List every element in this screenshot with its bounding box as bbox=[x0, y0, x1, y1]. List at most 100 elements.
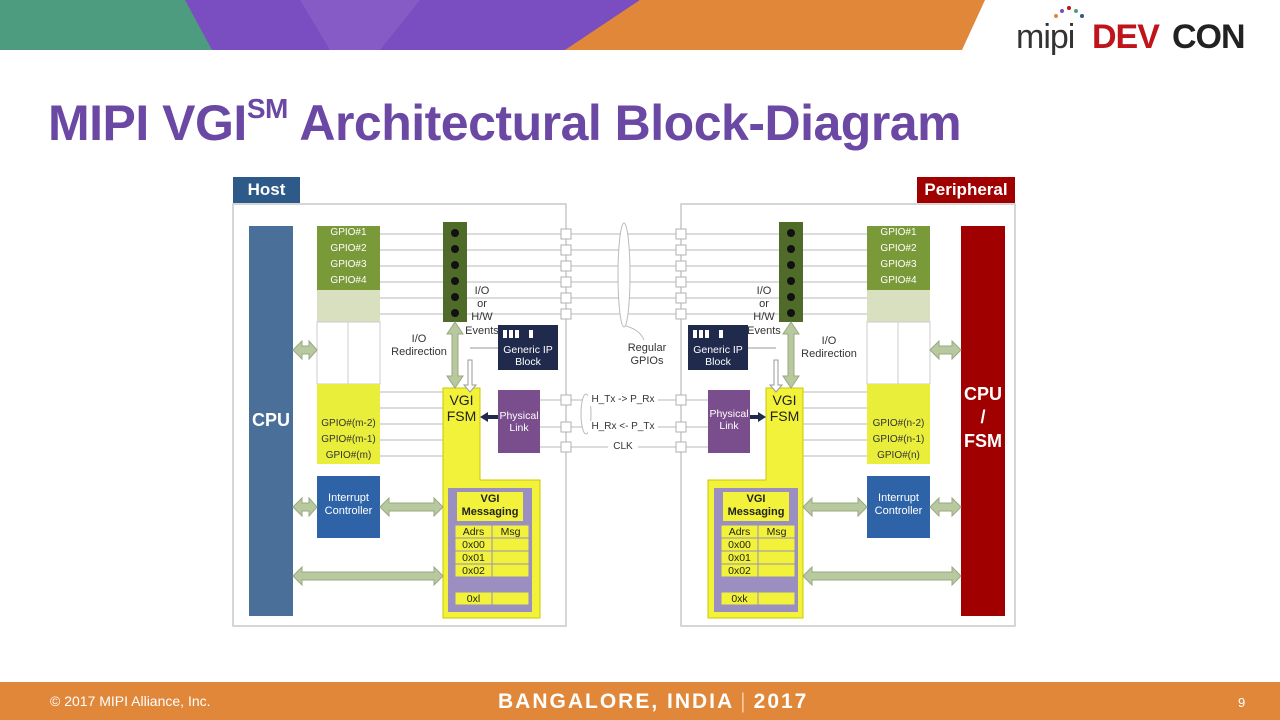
periph-physical-link: Physical Link bbox=[708, 408, 750, 432]
periph-vgi-fsm-line2: FSM bbox=[769, 408, 800, 425]
host-msg-row-2: 0x02 bbox=[462, 565, 485, 577]
mipi-devcon-logo: mipi DEV CON bbox=[1012, 4, 1252, 56]
host-io-hw-events: I/O or H/W Events bbox=[464, 285, 500, 338]
periph-io-redir-line2: Redirection bbox=[801, 347, 857, 360]
host-generic-ip-line2: Block bbox=[515, 356, 541, 369]
host-io-redir-line2: Redirection bbox=[391, 345, 447, 358]
host-interrupt-controller: Interrupt Controller bbox=[317, 492, 380, 517]
link-h-rx-p-tx: H_Rx <- P_Tx bbox=[588, 421, 658, 433]
logo-dots-icon bbox=[1054, 6, 1084, 18]
periph-int-ctrl-line1: Interrupt bbox=[878, 492, 919, 504]
host-physical-link: Physical Link bbox=[498, 410, 540, 434]
regular-gpios-line2: GPIOs bbox=[630, 354, 664, 367]
host-msg-row-last: 0xl bbox=[466, 593, 481, 605]
periph-msg-header-adrs: Adrs bbox=[728, 526, 751, 538]
logo-dev: DEV bbox=[1092, 18, 1160, 56]
host-generic-ip-line1: Generic IP bbox=[503, 344, 553, 356]
host-vgi-fsm: VGI FSM bbox=[443, 392, 480, 424]
host-io-events-line2: or bbox=[477, 298, 487, 311]
periph-vgi-msg-line1: VGI bbox=[746, 493, 766, 505]
periph-vgi-messaging: VGI Messaging bbox=[723, 493, 789, 518]
periph-vgi-fsm: VGI FSM bbox=[766, 392, 803, 424]
periph-io-events-line2: or bbox=[759, 298, 769, 311]
host-vgi-fsm-line2: FSM bbox=[446, 408, 477, 425]
footer-location: BANGALORE, INDIA|2017 bbox=[498, 690, 808, 714]
link-h-tx-p-rx: H_Tx -> P_Rx bbox=[588, 394, 658, 406]
periph-msg-row-0: 0x00 bbox=[728, 539, 751, 551]
host-gpio-2: GPIO#2 bbox=[330, 243, 367, 254]
page-number: 9 bbox=[1238, 695, 1246, 710]
periph-gpio-4: GPIO#4 bbox=[880, 275, 917, 286]
footer-copyright: © 2017 MIPI Alliance, Inc. bbox=[50, 693, 211, 709]
peripheral-cpu-fsm-label: CPU / FSM bbox=[961, 383, 1005, 453]
logo-mipi: mipi bbox=[1016, 18, 1075, 56]
periph-gpio-3: GPIO#3 bbox=[880, 259, 917, 270]
host-gpio-3: GPIO#3 bbox=[330, 259, 367, 270]
banner-shapes bbox=[0, 0, 985, 50]
periph-cpu-line1: CPU bbox=[963, 384, 1002, 404]
logo-con: CON bbox=[1172, 18, 1246, 56]
periph-io-hw-events: I/O or H/W Events bbox=[746, 285, 782, 338]
periph-gpio-2: GPIO#2 bbox=[880, 243, 917, 254]
host-io-events-line1: I/O bbox=[474, 285, 490, 297]
host-vgi-msg-line2: Messaging bbox=[461, 505, 519, 518]
host-msg-header-adrs: Adrs bbox=[462, 526, 485, 538]
footer-city: BANGALORE, INDIA bbox=[498, 690, 735, 713]
host-vgi-msg-line1: VGI bbox=[480, 493, 500, 505]
periph-io-events-line1: I/O bbox=[756, 285, 772, 297]
host-gpio-m-2: GPIO#(m-2) bbox=[321, 418, 376, 429]
host-gpio-m: GPIO#(m) bbox=[325, 450, 372, 461]
peripheral-label: Peripheral bbox=[917, 177, 1015, 203]
title-service-mark: SM bbox=[246, 93, 289, 125]
host-io-redir-line1: I/O bbox=[411, 333, 427, 345]
periph-msg-row-2: 0x02 bbox=[728, 565, 751, 577]
periph-msg-header-msg: Msg bbox=[766, 526, 787, 538]
periph-msg-row-1: 0x01 bbox=[728, 552, 751, 564]
periph-generic-ip-line1: Generic IP bbox=[693, 344, 743, 356]
periph-io-redir-line1: I/O bbox=[821, 335, 837, 347]
host-msg-header-msg: Msg bbox=[500, 526, 521, 538]
periph-vgi-fsm-line1: VGI bbox=[772, 392, 797, 408]
periph-gpio-1: GPIO#1 bbox=[880, 227, 917, 238]
periph-interrupt-controller: Interrupt Controller bbox=[867, 492, 930, 517]
host-gpio-m-1: GPIO#(m-1) bbox=[321, 434, 376, 445]
title-main: MIPI VGI bbox=[48, 95, 247, 151]
periph-cpu-line3: FSM bbox=[964, 430, 1002, 451]
host-msg-row-1: 0x01 bbox=[462, 552, 485, 564]
link-clk: CLK bbox=[608, 441, 638, 453]
title-rest: Architectural Block-Diagram bbox=[287, 95, 962, 151]
periph-generic-ip-line2: Block bbox=[705, 356, 731, 369]
periph-vgi-msg-line2: Messaging bbox=[727, 505, 785, 518]
periph-gpio-n-1: GPIO#(n-1) bbox=[872, 434, 925, 445]
periph-io-events-line4: Events bbox=[747, 324, 781, 337]
periph-cpu-line2: / bbox=[980, 407, 986, 428]
host-generic-ip-block: Generic IP Block bbox=[498, 344, 558, 368]
top-banner bbox=[0, 0, 1280, 50]
periph-int-ctrl-line2: Controller bbox=[874, 504, 923, 517]
periph-io-events-line3: H/W bbox=[753, 311, 775, 324]
footer-separator: | bbox=[740, 690, 748, 713]
host-io-redirection: I/O Redirection bbox=[386, 333, 452, 358]
periph-physical-link-line1: Physical bbox=[709, 408, 749, 420]
host-vgi-fsm-line1: VGI bbox=[449, 392, 474, 408]
host-io-events-line3: H/W bbox=[471, 311, 493, 324]
host-physical-link-line1: Physical bbox=[499, 410, 539, 422]
host-label: Host bbox=[233, 177, 300, 203]
host-physical-link-line2: Link bbox=[509, 422, 529, 435]
footer-bar: © 2017 MIPI Alliance, Inc. BANGALORE, IN… bbox=[0, 682, 1280, 720]
host-gpio-4: GPIO#4 bbox=[330, 275, 367, 286]
periph-generic-ip-block: Generic IP Block bbox=[688, 344, 748, 368]
host-gpio-1: GPIO#1 bbox=[330, 227, 367, 238]
host-msg-row-0: 0x00 bbox=[462, 539, 485, 551]
host-vgi-messaging: VGI Messaging bbox=[457, 493, 523, 518]
host-io-events-line4: Events bbox=[465, 324, 499, 337]
periph-io-redirection: I/O Redirection bbox=[796, 335, 862, 360]
host-int-ctrl-line1: Interrupt bbox=[328, 492, 369, 504]
slide-title: MIPI VGISM Architectural Block-Diagram bbox=[48, 93, 962, 152]
regular-gpios-line1: Regular bbox=[627, 342, 667, 354]
periph-msg-row-last: 0xk bbox=[731, 593, 748, 605]
periph-gpio-n-2: GPIO#(n-2) bbox=[872, 418, 925, 429]
regular-gpios-label: Regular GPIOs bbox=[617, 342, 677, 367]
